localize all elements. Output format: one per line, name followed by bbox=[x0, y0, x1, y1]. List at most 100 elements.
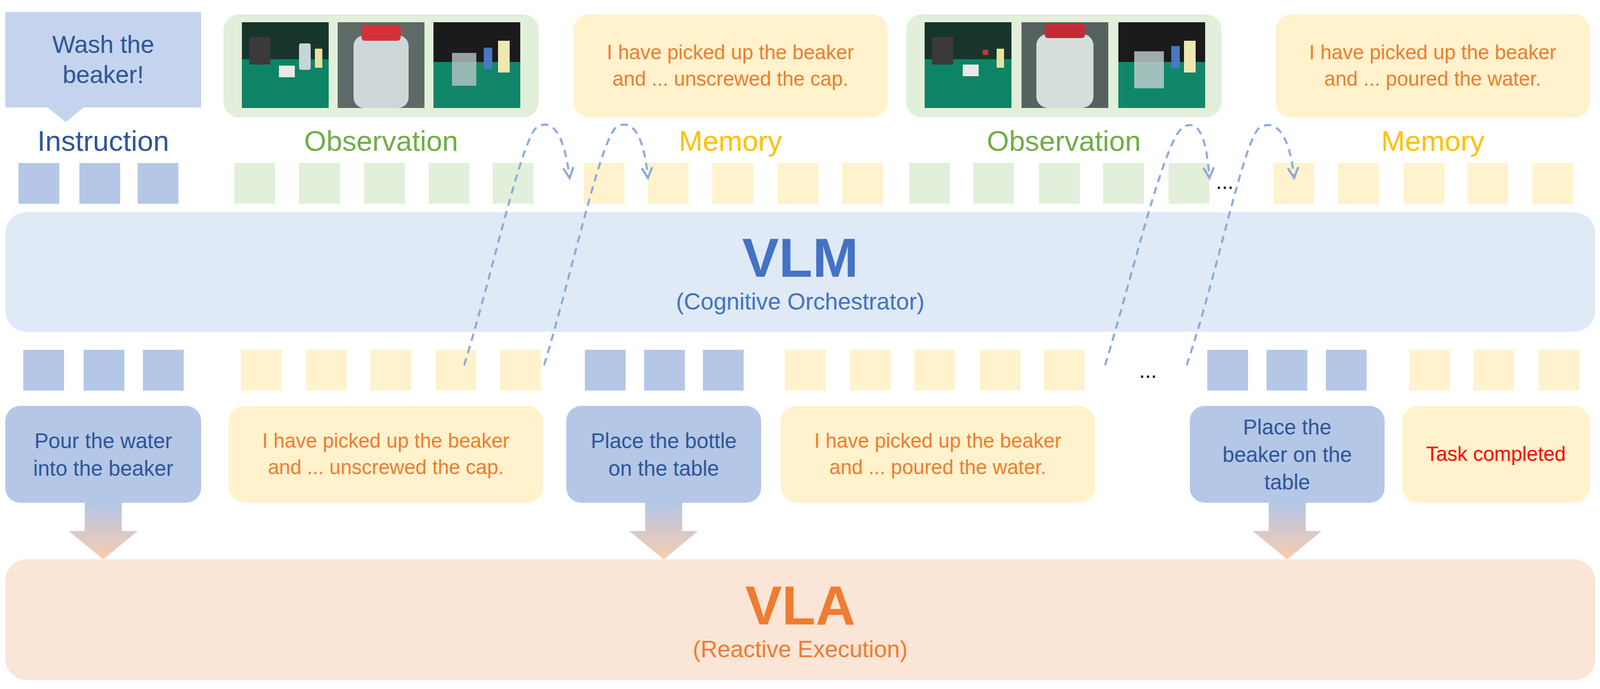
token bbox=[584, 349, 626, 391]
table bbox=[924, 59, 1012, 108]
node-text: (Cognitive Orchestrator) bbox=[675, 287, 925, 316]
memory-output-box: I have picked up the beaker and ... pour… bbox=[780, 405, 1096, 503]
token bbox=[1043, 349, 1085, 391]
token bbox=[909, 163, 951, 204]
flow-arrow bbox=[629, 502, 699, 560]
image-bg bbox=[1118, 22, 1206, 108]
token bbox=[435, 349, 477, 391]
node-heading: Observation bbox=[117, 124, 645, 158]
flow-arrow bbox=[1252, 502, 1322, 560]
token bbox=[1532, 163, 1574, 204]
node-text: Pour the water into the beaker bbox=[27, 427, 179, 483]
token bbox=[1325, 349, 1367, 391]
dashed-arrow bbox=[464, 124, 570, 366]
node-text: I have picked up the beaker and ... unsc… bbox=[594, 39, 867, 93]
token bbox=[583, 163, 625, 204]
wash-bottle bbox=[1183, 40, 1196, 73]
node-text: I have picked up the beaker and ... unsc… bbox=[249, 428, 522, 481]
bottle-cap bbox=[361, 24, 401, 41]
token bbox=[1409, 349, 1451, 391]
node-text: Place the bottle on the table bbox=[588, 427, 739, 483]
completion-box: Task completed bbox=[1402, 405, 1590, 503]
wash-bottle bbox=[314, 48, 323, 68]
token bbox=[973, 163, 1015, 204]
token bbox=[1266, 349, 1308, 391]
token bbox=[1103, 163, 1144, 204]
observation-image bbox=[433, 22, 521, 108]
robot-arm bbox=[249, 37, 271, 65]
image-bg bbox=[924, 22, 1012, 108]
subtask-box: Pour the water into the beaker bbox=[5, 405, 202, 503]
node-heading: Memory bbox=[1169, 124, 1600, 158]
observation-image bbox=[241, 22, 329, 108]
token bbox=[1168, 163, 1210, 204]
token bbox=[1338, 163, 1379, 204]
dashed-arrow bbox=[1186, 124, 1295, 366]
token bbox=[299, 163, 340, 204]
node-heading: Observation bbox=[800, 124, 1328, 158]
token bbox=[79, 163, 121, 204]
token bbox=[18, 163, 60, 204]
dashed-arrow bbox=[1105, 124, 1210, 366]
token bbox=[644, 349, 685, 391]
token-row bbox=[18, 163, 1574, 204]
node-text: I have picked up the beaker and ... pour… bbox=[1296, 39, 1569, 93]
table bbox=[241, 59, 329, 108]
instruction-bubble: Wash the beaker!Instruction bbox=[5, 12, 202, 108]
image-bg bbox=[433, 22, 521, 108]
observation-box: Observation bbox=[223, 14, 539, 118]
token bbox=[370, 349, 412, 391]
table bbox=[433, 61, 521, 108]
block bbox=[962, 64, 979, 77]
token bbox=[142, 349, 184, 391]
bottle bbox=[1171, 46, 1180, 69]
observation-image bbox=[337, 22, 425, 108]
token bbox=[305, 349, 347, 391]
token bbox=[702, 349, 744, 391]
token bbox=[712, 163, 754, 204]
memory-box: I have picked up the beaker and ... unsc… bbox=[573, 14, 888, 118]
node-text: Place the beaker on the table bbox=[1212, 413, 1363, 496]
token bbox=[784, 349, 826, 391]
token bbox=[777, 163, 819, 204]
token bbox=[1403, 163, 1445, 204]
table bbox=[1118, 61, 1206, 108]
token bbox=[1207, 349, 1249, 391]
token bbox=[83, 349, 125, 391]
token bbox=[842, 163, 883, 204]
image-bg bbox=[337, 22, 425, 108]
token bbox=[240, 349, 282, 391]
robot-arm bbox=[932, 37, 954, 65]
beaker bbox=[1134, 51, 1164, 89]
token bbox=[1473, 349, 1515, 391]
subtask-box: Place the bottle on the table bbox=[566, 405, 762, 503]
node-text: VLM bbox=[742, 228, 859, 288]
token bbox=[1538, 349, 1580, 391]
block bbox=[278, 65, 295, 78]
node-text: Wash the beaker! bbox=[21, 29, 186, 91]
token bbox=[979, 349, 1021, 391]
flow-arrow bbox=[68, 502, 138, 560]
node-text: VLA bbox=[745, 575, 856, 636]
image-bg bbox=[241, 22, 329, 108]
vla-band: VLA(Reactive Execution) bbox=[5, 559, 1596, 681]
token bbox=[850, 349, 891, 391]
node-text: (Reactive Execution) bbox=[692, 635, 908, 664]
ellipsis-label: ... bbox=[1139, 358, 1157, 383]
node-text: I have picked up the beaker and ... pour… bbox=[801, 428, 1074, 481]
token bbox=[23, 349, 65, 391]
bottle bbox=[299, 43, 311, 70]
observation-image bbox=[1118, 22, 1206, 108]
cap bbox=[982, 49, 989, 56]
node-heading: Memory bbox=[467, 124, 994, 158]
wash-bottle bbox=[996, 48, 1005, 68]
node-text: Task completed bbox=[1425, 441, 1566, 468]
subtask-box: Place the beaker on the table bbox=[1189, 405, 1385, 503]
memory-output-box: I have picked up the beaker and ... unsc… bbox=[228, 405, 544, 503]
bottle-cap bbox=[1044, 23, 1086, 39]
bottle bbox=[483, 47, 493, 69]
beaker bbox=[452, 52, 477, 86]
